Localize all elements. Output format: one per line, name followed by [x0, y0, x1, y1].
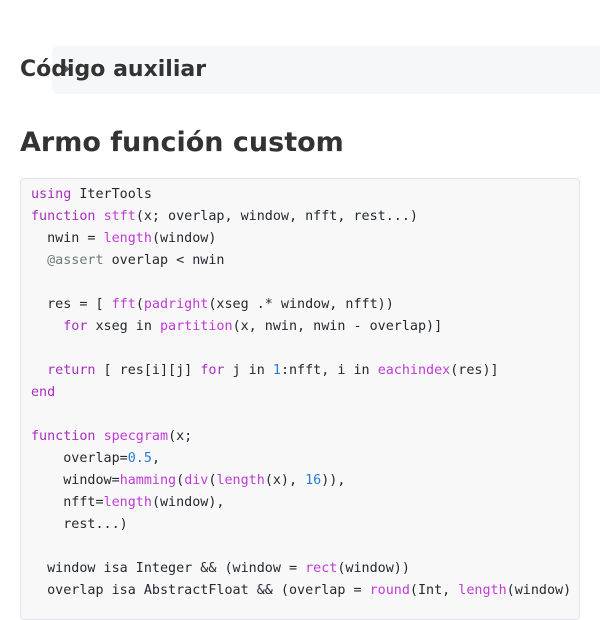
- code-token: specgram: [103, 429, 169, 444]
- code-token: @assert: [47, 253, 104, 268]
- code-token: [31, 319, 63, 334]
- code-token: [ res[i][j]: [95, 363, 201, 378]
- code-token: length: [458, 583, 507, 598]
- code-token: rest...): [31, 517, 128, 532]
- code-token: (x; overlap, window, nfft, rest...): [135, 209, 418, 224]
- code-line: [31, 536, 579, 558]
- code-token: :nfft, i in: [280, 363, 378, 378]
- code-token: [96, 209, 104, 224]
- code-line: return [ res[i][j] for j in 1:nfft, i in…: [31, 360, 579, 382]
- code-token: function: [31, 209, 96, 224]
- code-line: function stft(x; overlap, window, nfft, …: [31, 206, 579, 228]
- code-token: overlap < nwin: [103, 253, 225, 268]
- code-token: (res)]: [450, 363, 499, 378]
- code-token: padright: [143, 297, 209, 312]
- code-line: [31, 404, 579, 426]
- code-token: rect: [305, 561, 338, 576]
- code-token: eachindex: [377, 363, 451, 378]
- section-title: Código auxiliar: [20, 57, 207, 82]
- code-token: length: [103, 231, 152, 246]
- code-line: rest...): [31, 514, 579, 536]
- code-token: (: [176, 473, 185, 488]
- code-token: IterTools: [71, 187, 152, 202]
- code-token: for: [63, 319, 88, 334]
- page-title: Armo función custom: [20, 127, 344, 158]
- code-token: overlap isa AbstractFloat && (overlap =: [31, 583, 370, 598]
- code-token: (: [208, 473, 217, 488]
- code-token: (window): [151, 231, 217, 246]
- code-token: fft: [111, 297, 136, 312]
- section-header-codigo-auxiliar[interactable]: Código auxiliar: [0, 46, 600, 94]
- code-line: [31, 338, 579, 360]
- code-token: length: [216, 473, 265, 488]
- code-token: round: [369, 583, 410, 598]
- code-token: xseg in: [87, 319, 160, 334]
- code-token: stft: [103, 209, 136, 224]
- code-token: partition: [160, 319, 233, 334]
- code-token: end: [31, 385, 56, 400]
- code-token: res = [: [31, 297, 112, 312]
- code-line: res = [ fft(padright(xseg .* window, nff…: [31, 294, 579, 316]
- code-line: using IterTools: [31, 184, 579, 206]
- code-token: nwin =: [31, 231, 104, 246]
- code-token: [31, 253, 47, 268]
- code-line: [31, 272, 579, 294]
- code-token: 1: [272, 363, 281, 378]
- code-token: length: [103, 495, 152, 510]
- code-token: window=: [31, 473, 120, 488]
- code-token: 16: [305, 473, 322, 488]
- code-line: overlap=0.5,: [31, 448, 579, 470]
- code-token: [31, 363, 47, 378]
- code-token: function: [31, 429, 96, 444]
- code-token: (Int,: [409, 583, 459, 598]
- code-line: for xseg in partition(x, nwin, nwin - ov…: [31, 316, 579, 338]
- code-line: nfft=length(window),: [31, 492, 579, 514]
- code-token: for: [200, 363, 225, 378]
- code-token: 0.5: [127, 451, 152, 466]
- code-token: nfft=: [31, 495, 104, 510]
- code-token: using: [31, 187, 72, 202]
- code-line: nwin = length(window): [31, 228, 579, 250]
- code-token: return: [47, 363, 96, 378]
- code-line: function specgram(x;: [31, 426, 579, 448]
- code-token: (x, nwin, nwin - overlap)]: [232, 319, 443, 334]
- code-line: end: [31, 382, 579, 404]
- code-token: window isa Integer && (window =: [31, 561, 306, 576]
- code-token: (x),: [264, 473, 306, 488]
- code-line: @assert overlap < nwin: [31, 250, 579, 272]
- code-token: overlap=: [31, 451, 128, 466]
- code-token: [96, 429, 104, 444]
- code-token: )),: [321, 473, 346, 488]
- code-token: (window),: [151, 495, 225, 510]
- code-line: window isa Integer && (window = rect(win…: [31, 558, 579, 580]
- code-token: j in: [224, 363, 273, 378]
- code-token: (window): [506, 583, 572, 598]
- code-token: (window)): [337, 561, 410, 576]
- code-token: ,: [151, 451, 160, 466]
- code-line: window=hamming(div(length(x), 16)),: [31, 470, 579, 492]
- code-line: overlap isa AbstractFloat && (overlap = …: [31, 580, 579, 602]
- section-header-band: [52, 46, 600, 94]
- code-token: (: [135, 297, 144, 312]
- code-token: (xseg .* window, nfft)): [208, 297, 394, 312]
- code-token: (x;: [168, 429, 193, 444]
- code-token: div: [184, 473, 209, 488]
- caret-right-icon[interactable]: [62, 63, 70, 75]
- code-token: hamming: [119, 473, 177, 488]
